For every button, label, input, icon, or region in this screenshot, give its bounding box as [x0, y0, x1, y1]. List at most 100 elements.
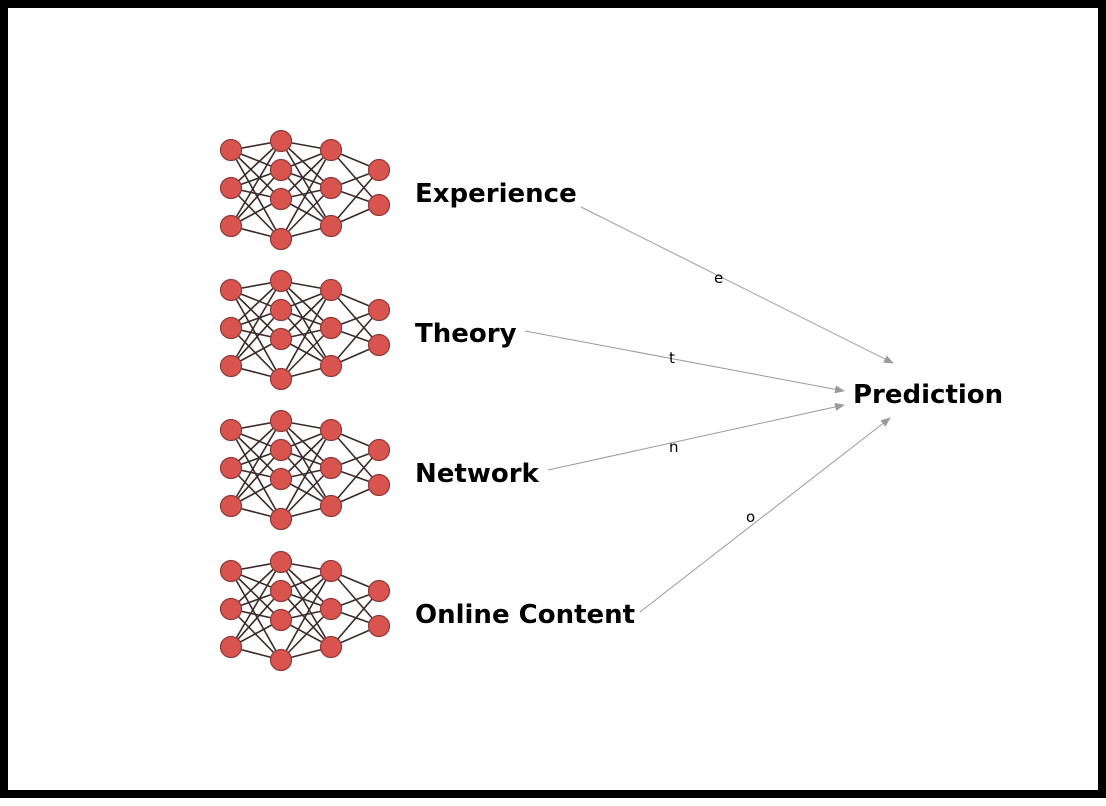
network-link — [230, 169, 282, 227]
network-link — [230, 289, 282, 380]
network-link — [280, 420, 332, 507]
network-link — [330, 289, 380, 346]
arrow-online-content — [639, 417, 891, 613]
arrow-network — [547, 403, 845, 471]
network-node — [269, 269, 293, 293]
network-link — [230, 570, 282, 621]
network-node — [269, 187, 293, 211]
input-label-online-content: Online Content — [415, 600, 635, 630]
network-link — [280, 608, 332, 661]
network-link — [280, 149, 332, 200]
network-node — [219, 456, 243, 480]
network-node — [269, 129, 293, 153]
network-link — [280, 289, 332, 380]
network-icon-theory — [219, 269, 391, 391]
prediction-diagram: Experience Theory Network Online Content… — [219, 129, 1003, 672]
network-node — [269, 367, 293, 391]
network-link — [230, 309, 282, 367]
network-link — [280, 309, 332, 367]
network-node — [367, 614, 391, 638]
network-link — [330, 429, 380, 486]
network-node — [219, 597, 243, 621]
network-link — [330, 149, 380, 206]
network-link — [230, 140, 282, 227]
network-link — [230, 429, 282, 520]
network-node — [319, 456, 343, 480]
network-node — [219, 138, 243, 162]
network-link — [280, 289, 332, 340]
network-node — [219, 354, 243, 378]
network-node — [269, 298, 293, 322]
network-node — [269, 227, 293, 251]
network-link — [280, 570, 332, 621]
network-node — [319, 494, 343, 518]
network-node — [269, 438, 293, 462]
network-link — [230, 140, 282, 189]
edge-label-experience: e — [714, 269, 723, 287]
network-link — [230, 280, 282, 367]
input-label-experience: Experience — [415, 179, 577, 209]
edge-label-theory: t — [669, 349, 675, 367]
network-link — [230, 327, 282, 380]
arrow-experience — [580, 206, 894, 364]
network-link — [230, 590, 282, 648]
network-link — [330, 590, 380, 648]
network-node — [319, 559, 343, 583]
network-node — [219, 635, 243, 659]
network-link — [230, 429, 282, 480]
network-icon-experience — [219, 129, 391, 251]
network-link — [230, 467, 282, 520]
network-node — [269, 608, 293, 632]
network-node — [319, 138, 343, 162]
edge-label-online-content: o — [746, 508, 755, 526]
network-link — [280, 420, 332, 469]
network-node — [367, 298, 391, 322]
network-node — [219, 316, 243, 340]
network-icons — [219, 129, 391, 672]
network-link — [280, 467, 332, 520]
network-node — [219, 559, 243, 583]
network-link — [280, 561, 332, 610]
network-link — [280, 140, 332, 227]
network-node — [269, 550, 293, 574]
network-node — [219, 176, 243, 200]
network-link — [230, 149, 282, 240]
network-node — [219, 418, 243, 442]
network-link — [230, 570, 282, 661]
network-node — [319, 214, 343, 238]
network-link — [280, 590, 332, 648]
output-label-prediction: Prediction — [853, 380, 1003, 410]
network-link — [230, 280, 282, 329]
network-icon-network — [219, 409, 391, 531]
network-link — [280, 187, 332, 240]
network-link — [280, 570, 332, 661]
network-link — [280, 280, 332, 329]
network-link — [230, 420, 282, 469]
network-node — [269, 507, 293, 531]
network-node — [269, 648, 293, 672]
network-link — [230, 608, 282, 661]
network-node — [319, 418, 343, 442]
arrow-theory — [524, 330, 845, 394]
network-link — [230, 561, 282, 648]
network-link — [280, 140, 332, 189]
network-node — [367, 579, 391, 603]
network-node — [367, 438, 391, 462]
input-label-theory: Theory — [415, 319, 517, 349]
network-node — [319, 597, 343, 621]
network-link — [230, 149, 282, 200]
network-icon-online-content — [219, 550, 391, 672]
network-node — [219, 278, 243, 302]
network-node — [269, 579, 293, 603]
network-link — [280, 449, 332, 507]
network-link — [280, 429, 332, 480]
network-node — [367, 158, 391, 182]
input-label-network: Network — [415, 459, 540, 489]
network-node — [319, 354, 343, 378]
network-node — [319, 176, 343, 200]
network-link — [280, 280, 332, 367]
network-link — [280, 327, 332, 380]
network-node — [367, 333, 391, 357]
network-link — [280, 149, 332, 240]
